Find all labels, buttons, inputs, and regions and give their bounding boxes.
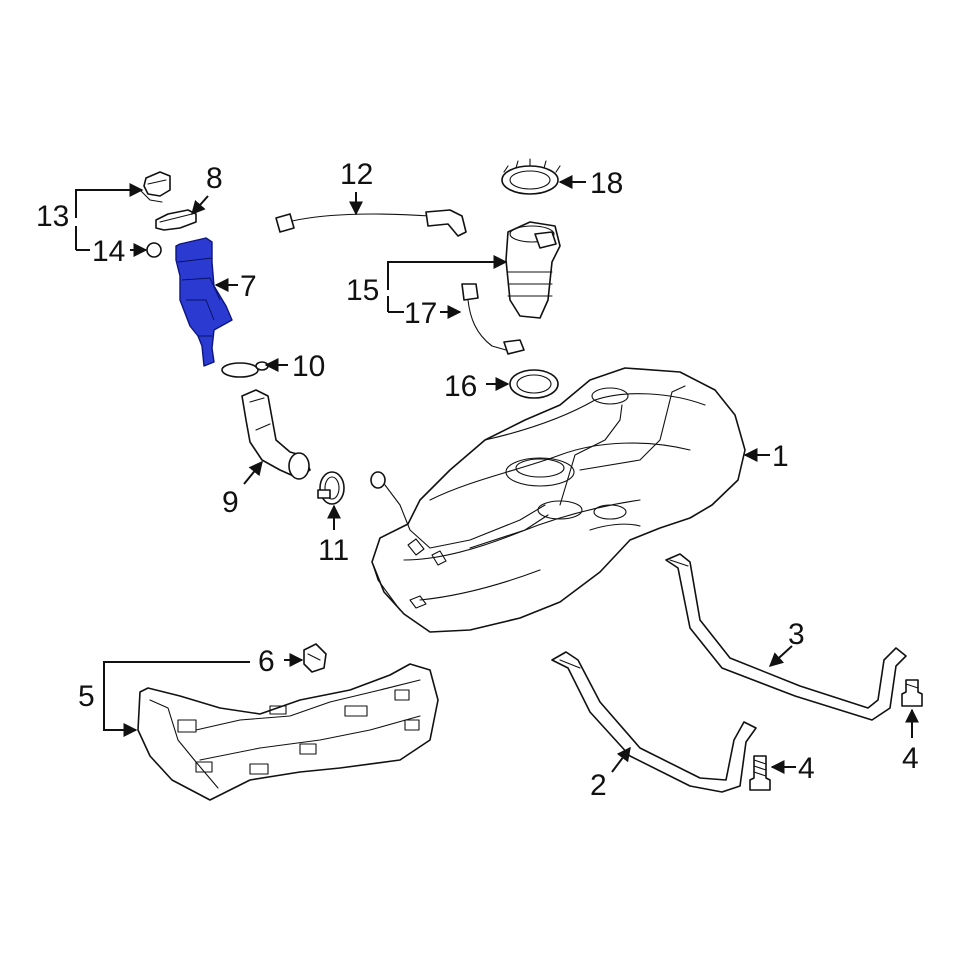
callout-labels: 1 2 3 4 4 5 6 7 8 9 10 11 12 13 14 15 16… bbox=[36, 158, 919, 802]
fuel-pump-part[interactable] bbox=[505, 221, 561, 319]
fuel-cap-part[interactable] bbox=[139, 171, 171, 203]
seal-ring-part[interactable] bbox=[509, 369, 559, 399]
bolt-part[interactable] bbox=[749, 755, 771, 791]
filler-hose-part[interactable] bbox=[241, 389, 311, 480]
callout-18: 18 bbox=[590, 167, 623, 200]
callout-7: 7 bbox=[240, 270, 257, 303]
heat-shield-part[interactable] bbox=[137, 663, 439, 801]
callout-16: 16 bbox=[444, 370, 477, 403]
callout-10: 10 bbox=[292, 350, 325, 383]
callout-5: 5 bbox=[78, 680, 95, 713]
callout-4-right: 4 bbox=[902, 742, 919, 775]
callout-12: 12 bbox=[340, 158, 373, 191]
vent-hose-part[interactable] bbox=[275, 209, 467, 237]
fuel-tank-part[interactable] bbox=[370, 367, 746, 633]
tank-strap-lower-part[interactable] bbox=[551, 651, 757, 793]
callout-17: 17 bbox=[404, 297, 437, 330]
callout-6: 6 bbox=[258, 645, 275, 678]
callout-14: 14 bbox=[92, 235, 125, 268]
callout-9: 9 bbox=[222, 486, 239, 519]
callout-4: 4 bbox=[798, 752, 815, 785]
filler-gasket-part[interactable] bbox=[155, 209, 197, 231]
plug-part[interactable] bbox=[146, 242, 162, 258]
leader-lines bbox=[75, 175, 919, 774]
hose-clamp-part[interactable] bbox=[221, 361, 269, 378]
callout-11: 11 bbox=[318, 534, 349, 567]
bolt-part-2[interactable] bbox=[901, 679, 923, 707]
shield-clip-part[interactable] bbox=[303, 643, 327, 673]
callout-13: 13 bbox=[36, 200, 69, 233]
callout-15: 15 bbox=[346, 274, 379, 307]
callout-8: 8 bbox=[206, 162, 223, 195]
callout-1: 1 bbox=[772, 440, 789, 473]
lock-ring-part[interactable] bbox=[501, 158, 561, 195]
tank-strap-upper-part[interactable] bbox=[665, 553, 907, 721]
callout-2: 2 bbox=[590, 769, 607, 802]
callout-3: 3 bbox=[788, 618, 805, 651]
clamp-part[interactable] bbox=[317, 471, 345, 505]
fuel-sender-part[interactable] bbox=[461, 283, 525, 355]
filler-neck-part[interactable] bbox=[175, 237, 233, 367]
